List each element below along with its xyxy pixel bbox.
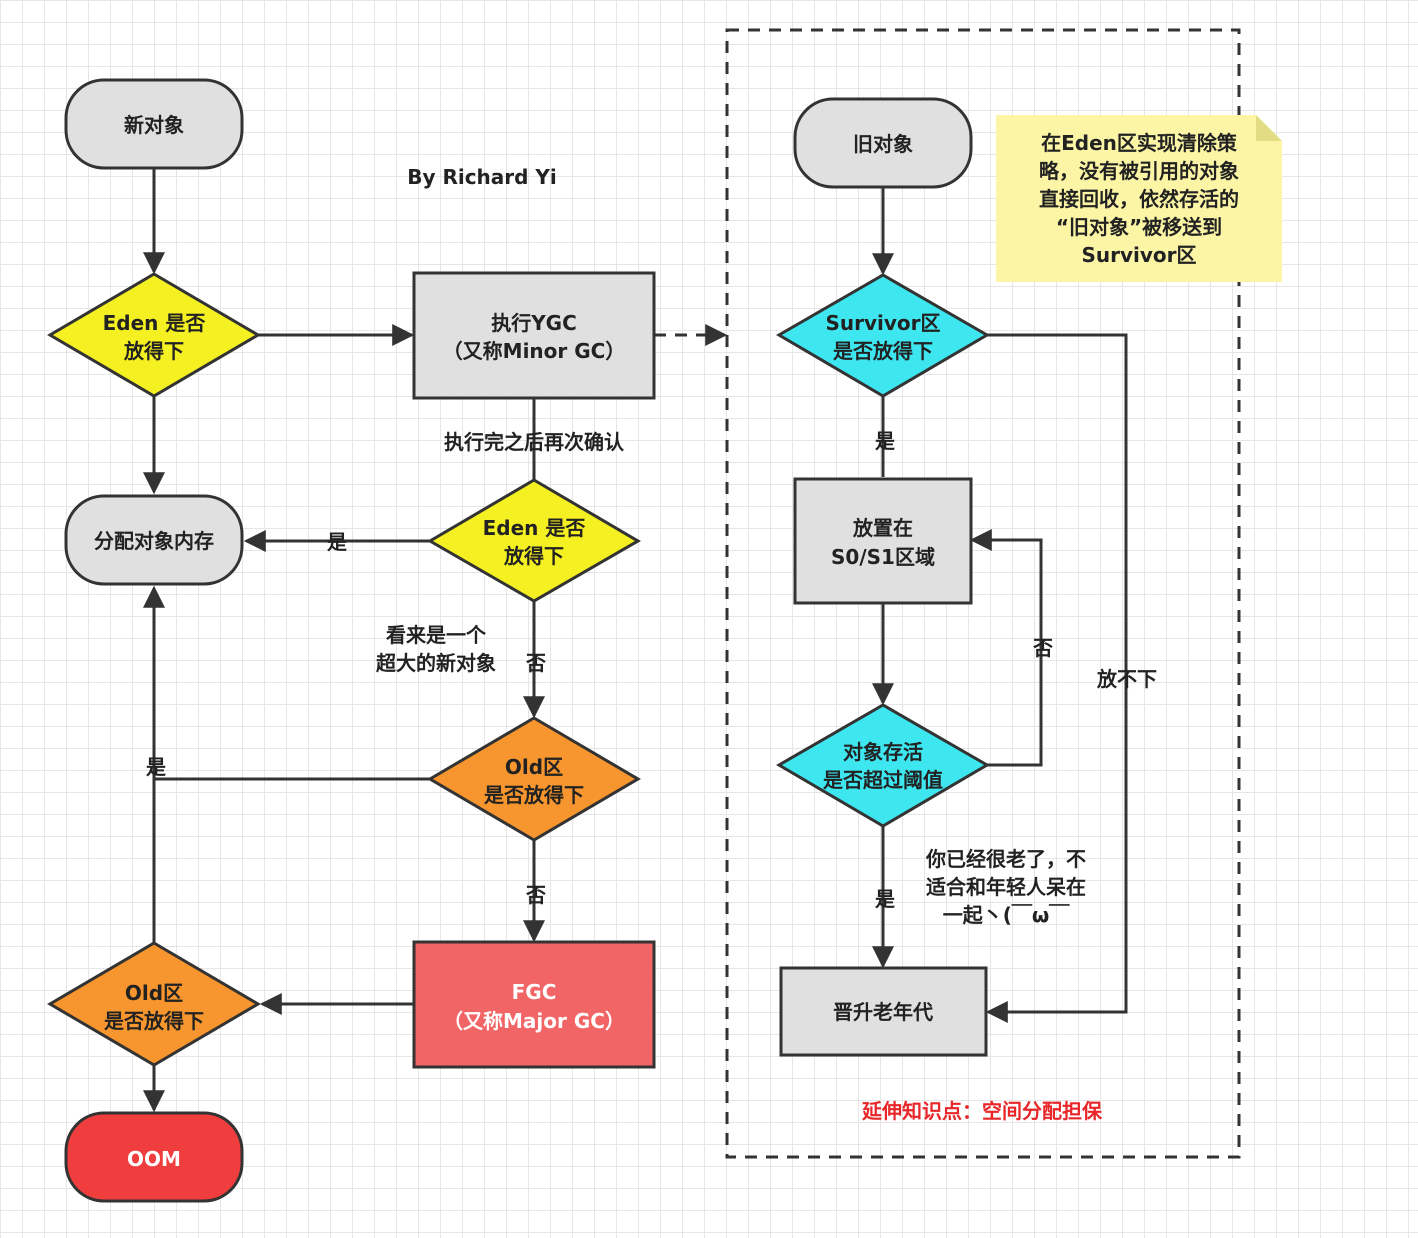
survivor-check-node	[776, 273, 990, 398]
too-old-label-2: 适合和年轻人呆在	[926, 875, 1086, 899]
eden-check-1-node	[47, 272, 261, 398]
age-check-label: 对象存活	[843, 740, 923, 764]
old-check-2-label: Old区	[125, 981, 183, 1005]
fgc-label-2: （又称Major GC）	[443, 1009, 625, 1033]
eden-check-2-label: Eden 是否	[483, 516, 586, 540]
edge-age-to-place	[969, 529, 1043, 767]
old-check-2-label-2: 是否放得下	[103, 1009, 204, 1033]
fgc-label: FGC	[512, 980, 557, 1004]
old-check-1-label: Old区	[505, 755, 563, 779]
promote-node	[779, 966, 988, 1057]
no-old1-label: 否	[525, 883, 546, 907]
too-old-label-1: 你已经很老了，不	[925, 847, 1086, 871]
eden-note-fold	[1256, 115, 1282, 141]
oom-node	[64, 1111, 244, 1203]
eden-note-line-5: Survivor区	[1081, 243, 1196, 267]
yes-old1-label: 是	[145, 755, 166, 779]
too-old-label-3: 一起丶(￣ω￣	[943, 903, 1071, 927]
eden-note-body	[996, 115, 1282, 282]
yes-allocate-label: 是	[326, 530, 347, 554]
edge-survivor-to-promote	[985, 333, 1128, 1023]
old-check-2-node	[47, 941, 261, 1067]
ygc-node	[412, 271, 656, 400]
no-age-label: 否	[1032, 636, 1053, 660]
old-object-label: 旧对象	[853, 132, 913, 156]
footer-note: 延伸知识点：空间分配担保	[861, 1099, 1103, 1123]
recheck-label: 执行完之后再次确认	[444, 430, 625, 454]
allocate-memory-label: 分配对象内存	[94, 529, 214, 553]
eden-check-1-label: Eden 是否	[103, 311, 206, 335]
edge-old1-to-allocate	[143, 585, 430, 781]
survivor-region-border	[725, 28, 1241, 1159]
place-s0s1-label-2: S0/S1区域	[831, 545, 935, 569]
promote-label: 晋升老年代	[833, 1000, 933, 1024]
place-s0s1-node	[793, 477, 973, 605]
eden-check-2-node	[427, 478, 641, 603]
place-s0s1-label: 放置在	[852, 516, 913, 540]
no-eden2-label: 否	[525, 651, 546, 675]
new-object-node	[64, 78, 244, 170]
yes-survivor-label: 是	[874, 429, 895, 453]
old-object-node	[793, 97, 973, 189]
eden-note-line-2: 略，没有被引用的对象	[1039, 159, 1239, 183]
cannot-fit-label: 放不下	[1096, 667, 1157, 691]
huge-object-label-2: 超大的新对象	[375, 651, 496, 675]
ygc-label-2: （又称Minor GC）	[443, 339, 626, 363]
allocate-memory-node	[64, 494, 244, 586]
new-object-label: 新对象	[124, 113, 184, 137]
eden-note-line-1: 在Eden区实现清除策	[1041, 131, 1238, 155]
yes-age-label: 是	[874, 887, 895, 911]
eden-check-2-label-2: 放得下	[503, 544, 564, 568]
ygc-label: 执行YGC	[491, 311, 577, 335]
old-check-1-label-2: 是否放得下	[483, 783, 584, 807]
author-label: By Richard Yi	[407, 165, 557, 189]
connectors	[143, 168, 1128, 1113]
fgc-node	[412, 940, 656, 1069]
age-check-node	[776, 703, 990, 828]
eden-note: 在Eden区实现清除策 略，没有被引用的对象 直接回收，依然存活的 “旧对象”被…	[996, 115, 1282, 282]
eden-note-line-4: “旧对象”被移送到	[1056, 215, 1222, 239]
eden-note-line-3: 直接回收，依然存活的	[1039, 187, 1239, 211]
huge-object-label: 看来是一个	[386, 623, 487, 647]
old-check-1-node	[427, 716, 641, 842]
survivor-check-label-2: 是否放得下	[832, 339, 933, 363]
oom-label: OOM	[127, 1147, 181, 1171]
age-check-label-2: 是否超过阈值	[822, 768, 943, 792]
eden-check-1-label-2: 放得下	[123, 339, 184, 363]
survivor-check-label: Survivor区	[825, 311, 940, 335]
